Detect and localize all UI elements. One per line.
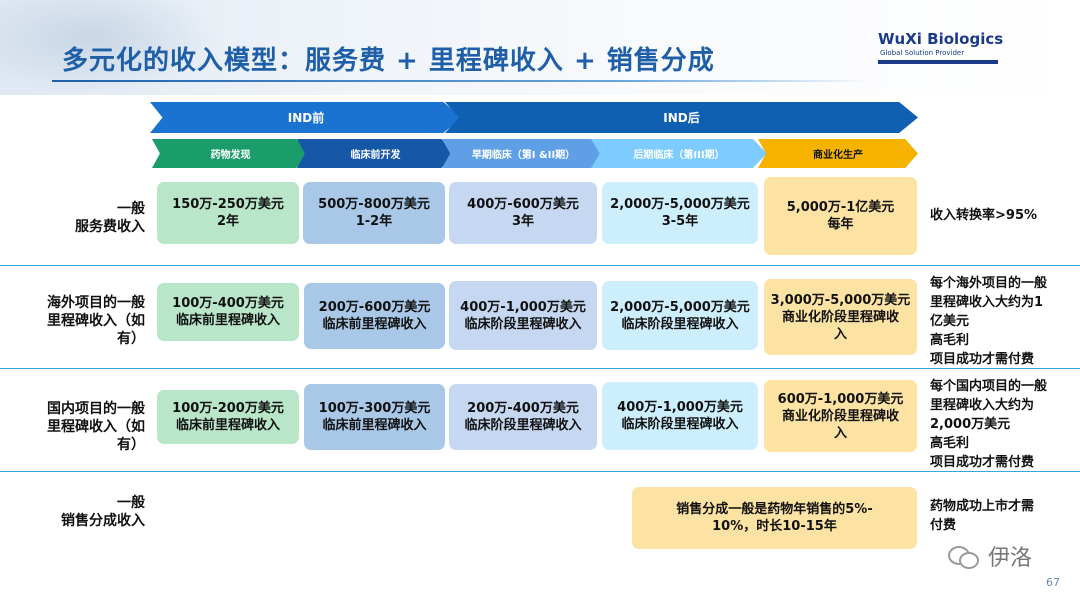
cell-domestic-preclinical: 100万-300万美元 临床前里程碑收入	[304, 384, 445, 450]
phase-arrow-pre-ind: IND前	[150, 102, 462, 133]
row-divider	[0, 265, 1080, 266]
cell-domestic-commercial: 600万-1,000万美元 商业化阶段里程碑收 入	[764, 380, 917, 452]
phase-arrow-post-ind: IND后	[445, 102, 918, 133]
note-service-fee: 收入转换率>95%	[930, 208, 1038, 223]
company-logo: WuXi Biologics Global Solution Provider	[878, 30, 1018, 64]
cell-service-preclinical: 500万-800万美元 1-2年	[303, 182, 445, 244]
cell-royalty: 销售分成一般是药物年销售的5%- 10%，时长10-15年	[632, 487, 917, 549]
row-divider	[0, 471, 1080, 472]
cell-service-discovery: 150万-250万美元 2年	[157, 182, 299, 244]
cell-domestic-late-clinical: 400万-1,000万美元 临床阶段里程碑收入	[602, 382, 758, 450]
row-label-royalty: 一般 销售分成收入	[61, 495, 145, 529]
stage-preclinical: 临床前开发	[297, 139, 454, 168]
cell-overseas-discovery: 100万-400万美元 临床前里程碑收入	[157, 283, 299, 341]
stage-commercial: 商业化生产	[758, 139, 918, 168]
note-overseas-milestone: 每个海外项目的一般 里程碑收入大约为1 亿美元 高毛利 项目成功才需付费	[930, 276, 1048, 367]
stage-late-clinical: 后期临床（第III期）	[591, 139, 767, 168]
logo-main-text: WuXi Biologics	[878, 30, 1004, 48]
logo-stripes	[878, 60, 998, 64]
cell-domestic-discovery: 100万-200万美元 临床前里程碑收入	[157, 390, 299, 444]
row-label-domestic-milestone: 国内项目的一般 里程碑收入（如 有）	[47, 401, 145, 453]
watermark: 伊洛	[948, 540, 1032, 572]
page-number: 67	[1046, 576, 1060, 589]
stage-early-clinical: 早期临床（第I &II期）	[442, 139, 605, 168]
wechat-icon	[948, 544, 982, 569]
cell-overseas-early-clinical: 400万-1,000万美元 临床阶段里程碑收入	[449, 281, 597, 350]
row-label-service-fee: 一般 服务费收入	[75, 201, 145, 235]
row-divider	[0, 368, 1080, 369]
note-royalty: 药物成功上市才需 付费	[930, 499, 1035, 533]
header-background	[0, 0, 1080, 95]
cell-service-early-clinical: 400万-600万美元 3年	[449, 182, 597, 244]
title-underline	[52, 80, 872, 82]
cell-overseas-commercial: 3,000万-5,000万美元 商业化阶段里程碑收 入	[764, 279, 917, 355]
row-label-overseas-milestone: 海外项目的一般 里程碑收入（如 有）	[47, 295, 145, 347]
page-title: 多元化的收入模型：服务费 + 里程碑收入 + 销售分成	[62, 46, 715, 76]
cell-service-late-clinical: 2,000万-5,000万美元 3-5年	[602, 182, 758, 244]
watermark-text: 伊洛	[988, 546, 1033, 571]
cell-overseas-late-clinical: 2,000万-5,000万美元 临床阶段里程碑收入	[602, 281, 758, 350]
stage-drug-discovery: 药物发现	[152, 139, 309, 168]
cell-overseas-preclinical: 200万-600万美元 临床前里程碑收入	[304, 283, 445, 349]
cell-service-commercial: 5,000万-1亿美元 每年	[764, 177, 917, 255]
logo-subtitle: Global Solution Provider	[880, 49, 965, 57]
cell-domestic-early-clinical: 200万-400万美元 临床阶段里程碑收入	[449, 384, 597, 450]
note-domestic-milestone: 每个国内项目的一般 里程碑收入大约为 2,000万美元 高毛利 项目成功才需付费	[930, 379, 1048, 470]
